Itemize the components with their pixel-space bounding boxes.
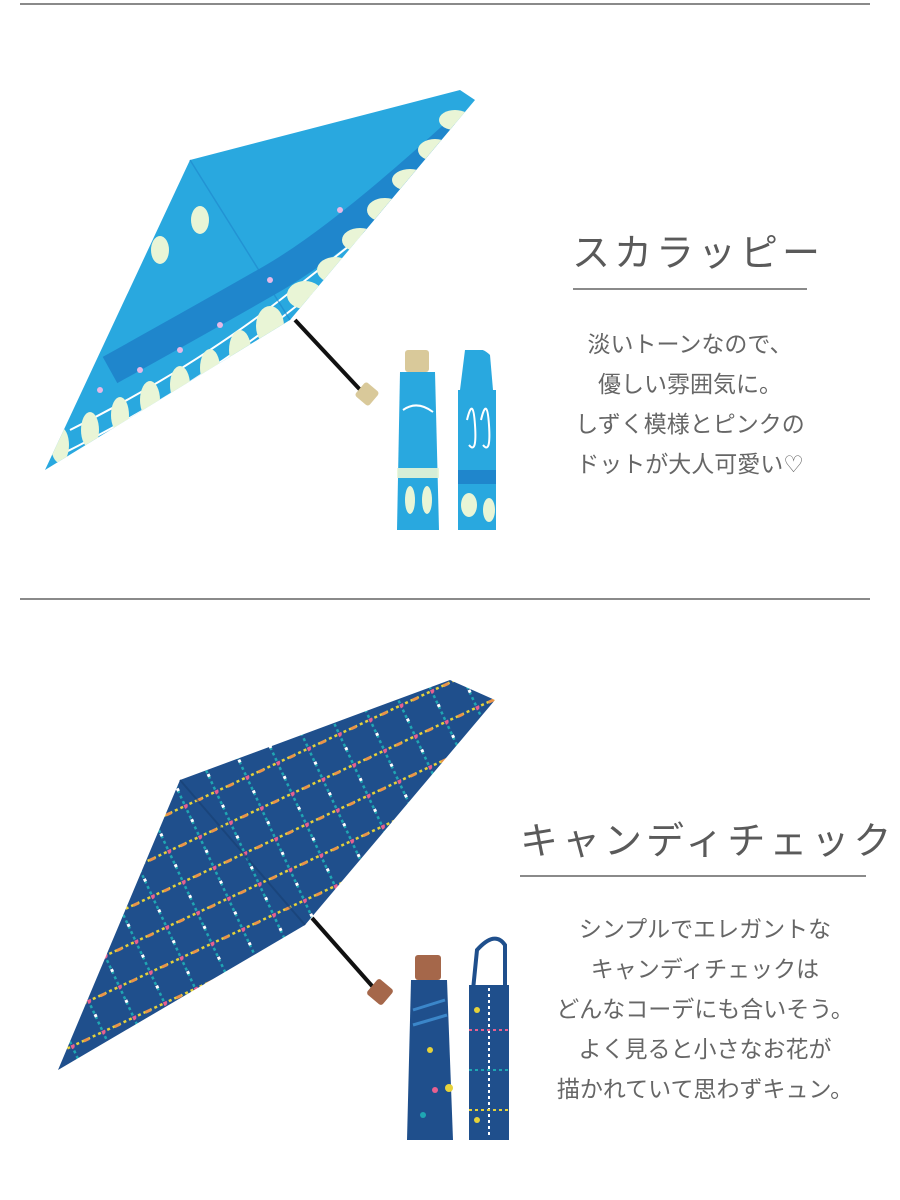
description-line: キャンディチェックは — [590, 957, 820, 983]
product-description: 淡いトーンなので、 優しい雰囲気に。 しずく模様とピンクの ドットが大人可愛い♡ — [560, 325, 820, 485]
folded-umbrella-image — [407, 936, 509, 1140]
product-section-scallopy: スカラッピー 淡いトーンなので、 優しい雰囲気に。 しずく模様とピンクの ドット… — [0, 10, 900, 595]
product-title: スカラッピー — [572, 231, 825, 275]
top-divider — [20, 3, 870, 5]
folded-umbrella-image — [397, 350, 496, 530]
description-line: 描かれていて思わずキュン。 — [556, 1077, 854, 1103]
open-umbrella-image — [58, 680, 495, 1070]
product-section-candy-check: キャンディチェック シンプルでエレガントな キャンディチェックは どんなコーデに… — [0, 605, 900, 1200]
description-line: しずく模様とピンクの — [575, 412, 805, 438]
title-underline — [573, 288, 807, 290]
description-line: 淡いトーンなので、 — [587, 332, 793, 358]
open-umbrella-image — [45, 90, 475, 470]
product-title: キャンディチェック — [520, 819, 896, 863]
section-divider — [20, 598, 870, 600]
description-line: ドットが大人可愛い♡ — [576, 452, 804, 478]
product-description: シンプルでエレガントな キャンディチェックは どんなコーデにも合いそう。 よく見… — [540, 910, 870, 1110]
description-line: シンプルでエレガントな — [578, 917, 832, 943]
title-underline — [520, 875, 866, 877]
description-line: どんなコーデにも合いそう。 — [556, 997, 854, 1023]
description-line: 優しい雰囲気に。 — [598, 372, 782, 398]
description-line: よく見ると小さなお花が — [578, 1037, 832, 1063]
